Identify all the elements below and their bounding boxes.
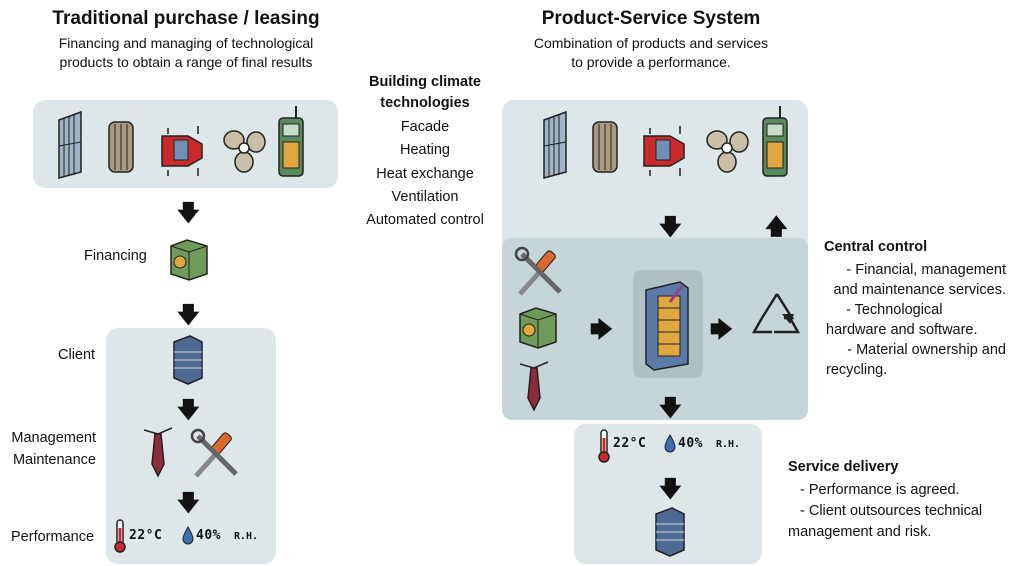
arrow-icon: 🡇 [177, 302, 200, 327]
humidity-unit: R.H. [716, 439, 741, 450]
facade-icon [58, 110, 82, 179]
tie-icon [519, 361, 549, 412]
heat-exchanger-icon [161, 126, 203, 176]
drop-icon [664, 433, 676, 453]
technology-item: Automated control [366, 212, 484, 229]
left-subtitle-line1: Financing and managing of technological [58, 35, 314, 51]
tools-icon [190, 428, 238, 478]
middle-heading-line1: Building climate [369, 74, 481, 90]
client-label: Client [58, 347, 96, 363]
facade-icon [543, 110, 567, 179]
management-label: Management [11, 430, 96, 446]
right-subtitle-line1: Combination of products and services [533, 35, 769, 51]
arrow-icon: 🡇 [659, 395, 682, 420]
money-box-icon [170, 239, 208, 281]
service-delivery-line: - Performance is agreed. [800, 482, 960, 498]
service-delivery-line: - Client outsources technical [800, 503, 983, 519]
thermometer-icon [114, 519, 126, 553]
controller-icon [762, 106, 788, 177]
right-title: Product-Service System [541, 8, 761, 29]
arrow-icon: 🡇 [659, 214, 682, 239]
service-delivery-text: - Performance is agreed. - Client outsou… [788, 480, 988, 543]
building-icon [655, 507, 685, 557]
central-unit-icon [645, 281, 689, 371]
fan-icon [706, 130, 749, 173]
service-delivery-heading: Service delivery [788, 459, 899, 475]
technology-item: Ventilation [391, 188, 459, 205]
arrow-icon: 🡆 [710, 317, 733, 342]
arrow-icon: 🡇 [177, 200, 200, 225]
technology-item: Heating [400, 142, 450, 159]
central-control-line: recycling. [826, 362, 888, 378]
service-delivery-line: management and risk. [788, 524, 932, 540]
tie-icon [143, 427, 173, 478]
humidity-reading: 40% [678, 436, 703, 451]
middle-heading-line2: technologies [380, 95, 470, 111]
technology-item: Heat exchange [376, 165, 474, 182]
left-subtitle: Financing and managing of technological … [26, 34, 346, 72]
central-control-line: - Technological [846, 302, 943, 318]
temperature-reading: 22°C [613, 436, 647, 451]
central-control-line: - Financial, management [846, 262, 1006, 278]
recycle-icon [751, 293, 801, 334]
temperature-reading: 22°C [129, 528, 163, 543]
controller-icon [278, 106, 304, 177]
arrow-icon: 🡅 [765, 214, 788, 239]
arrow-icon: 🡇 [177, 490, 200, 515]
money-box-icon [519, 307, 557, 349]
performance-label: Performance [11, 529, 95, 545]
humidity-reading: 40% [196, 528, 221, 543]
radiator-icon [108, 121, 134, 173]
maintenance-label: Maintenance [12, 452, 96, 468]
technology-item: Facade [400, 119, 450, 135]
central-control-line: - Material ownership and [847, 342, 1006, 358]
central-control-line: and maintenance services. [833, 282, 1007, 298]
technology-list: Facade Heating Heat exchange Ventilation… [355, 116, 495, 232]
radiator-icon [592, 121, 618, 173]
central-control-line: hardware and software. [826, 322, 978, 338]
right-subtitle: Combination of products and services to … [500, 34, 802, 72]
humidity-unit: R.H. [234, 531, 259, 542]
central-control-heading: Central control [824, 239, 928, 255]
arrow-icon: 🡇 [177, 397, 200, 422]
left-title: Traditional purchase / leasing [52, 8, 320, 29]
drop-icon [182, 525, 194, 545]
financing-label: Financing [84, 248, 147, 264]
building-icon [173, 335, 203, 385]
left-subtitle-line2: products to obtain a range of final resu… [59, 54, 313, 70]
arrow-icon: 🡇 [659, 476, 682, 501]
heat-exchanger-icon [643, 126, 685, 176]
right-subtitle-line2: to provide a performance. [571, 54, 731, 70]
central-control-text: - Financial, management and maintenance … [824, 260, 1006, 380]
thermometer-icon [598, 429, 610, 463]
arrow-icon: 🡆 [590, 317, 613, 342]
fan-icon [223, 130, 266, 173]
tools-icon [514, 246, 562, 296]
